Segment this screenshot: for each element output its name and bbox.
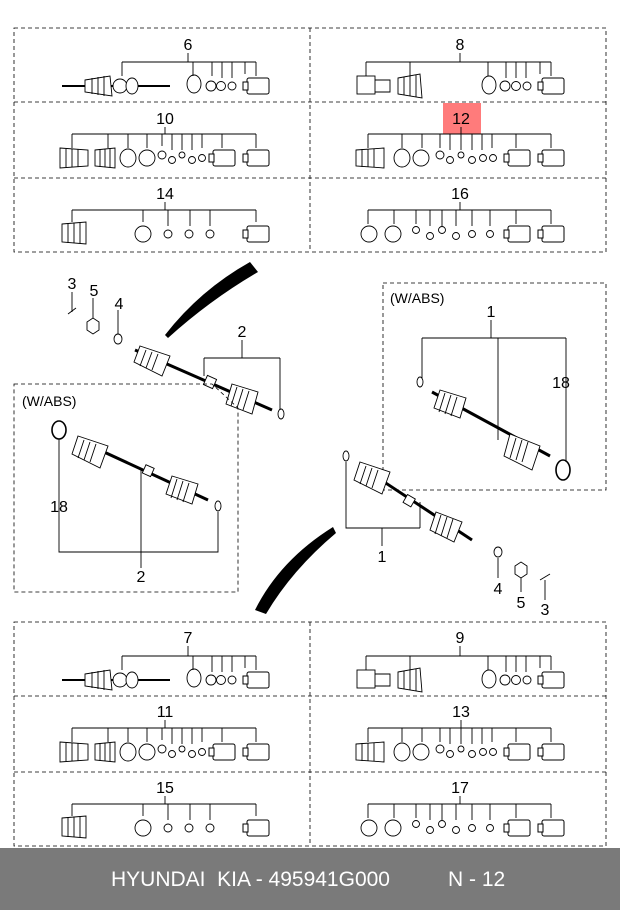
pointer-swoosh-bottom <box>255 527 336 614</box>
ref-14[interactable]: 14 <box>156 186 174 203</box>
ref-15[interactable]: 15 <box>156 780 174 797</box>
kit-9 <box>356 646 552 693</box>
highlight-box-12 <box>443 103 481 134</box>
footer-grid <box>13 621 607 847</box>
footer-page-number: N - 12 <box>448 868 506 891</box>
callout-left-5: 5 <box>90 283 99 300</box>
ref-13[interactable]: 13 <box>452 704 470 721</box>
kit-10 <box>59 127 257 169</box>
callout-right-1: 1 <box>378 549 387 566</box>
kit-12 <box>355 127 552 169</box>
ref-7[interactable]: 7 <box>184 630 193 647</box>
right-abs-1: 1 <box>487 304 496 321</box>
header-grid <box>13 27 607 253</box>
loose-parts-left <box>67 292 123 345</box>
callout-right-5: 5 <box>517 595 526 612</box>
parts-diagram: 6 8 10 12 14 16 <box>13 27 607 847</box>
right-abs-18: 18 <box>552 375 570 392</box>
callout-left-2: 2 <box>238 324 247 341</box>
callout-left-4: 4 <box>115 296 124 313</box>
left-abs-18: 18 <box>50 499 68 516</box>
driveshaft-left-abs <box>51 420 222 568</box>
kit-13 <box>355 720 552 763</box>
kit-11 <box>59 720 257 763</box>
pointer-swoosh-top <box>165 262 258 338</box>
kit-6 <box>62 53 257 97</box>
kit-15 <box>61 796 257 839</box>
left-abs-box <box>13 383 239 593</box>
kit-17 <box>360 796 552 837</box>
kit-14 <box>61 202 257 245</box>
driveshaft-right <box>342 450 473 546</box>
driveshaft-left <box>133 340 285 420</box>
left-abs-title: (W/ABS) <box>22 393 76 409</box>
ref-11[interactable]: 11 <box>157 704 174 721</box>
callout-right-4: 4 <box>494 581 503 598</box>
left-abs-2: 2 <box>137 569 146 586</box>
kit-16 <box>360 202 552 243</box>
ref-17[interactable]: 17 <box>451 780 469 797</box>
footer-bar: HYUNDAI KIA - 495941G000 N - 12 <box>0 848 620 910</box>
callout-right-3: 3 <box>541 602 550 619</box>
ref-16[interactable]: 16 <box>451 186 469 203</box>
ref-6[interactable]: 6 <box>184 37 193 54</box>
ref-9[interactable]: 9 <box>456 630 465 647</box>
right-abs-title: (W/ABS) <box>390 290 444 306</box>
loose-parts-right <box>493 546 551 600</box>
ref-8[interactable]: 8 <box>456 37 465 54</box>
kit-8 <box>356 53 552 99</box>
right-abs-box <box>382 282 607 491</box>
callout-left-3: 3 <box>68 276 77 293</box>
kit-7 <box>62 646 257 691</box>
ref-10[interactable]: 10 <box>156 111 174 128</box>
ref-12[interactable]: 12 <box>452 111 470 128</box>
footer-part-number: HYUNDAI KIA - 495941G000 <box>111 868 390 891</box>
driveshaft-right-abs <box>416 320 571 481</box>
